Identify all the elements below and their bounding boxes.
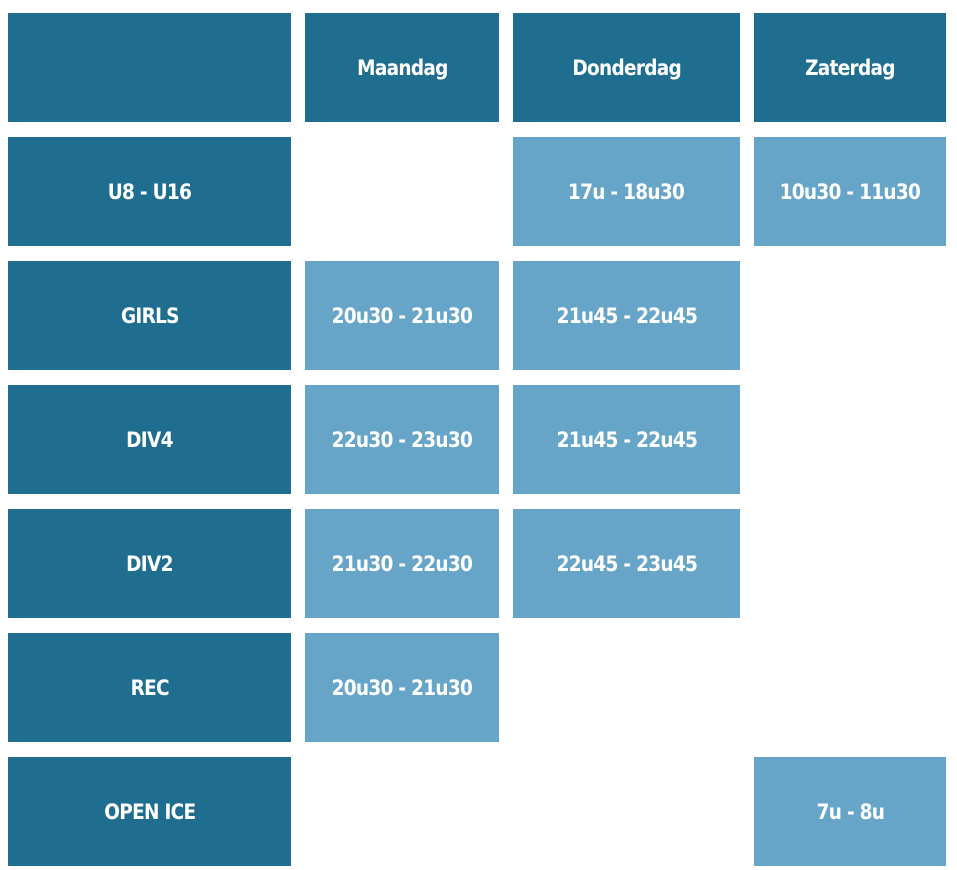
row-label: OPEN ICE <box>103 799 196 824</box>
row-label-cell: DIV4 <box>8 385 291 494</box>
slot-zaterdag-empty <box>754 509 946 618</box>
slot-time: 21u45 - 22u45 <box>556 427 697 452</box>
schedule-grid: Maandag Donderdag Zaterdag U8 - U16 17u … <box>8 13 946 866</box>
header-donderdag-label: Donderdag <box>572 55 681 80</box>
slot-time: 22u30 - 23u30 <box>331 427 473 452</box>
slot-time: 21u30 - 22u30 <box>331 551 473 576</box>
header-zaterdag-cell: Zaterdag <box>754 13 946 122</box>
slot-maandag-cell: 20u30 - 21u30 <box>305 261 499 370</box>
row-label: GIRLS <box>120 303 180 328</box>
slot-donderdag-cell: 21u45 - 22u45 <box>513 385 740 494</box>
row-label-cell: OPEN ICE <box>8 757 291 866</box>
slot-time: 7u - 8u <box>816 799 884 824</box>
row-label: DIV4 <box>126 427 173 452</box>
row-label-cell: DIV2 <box>8 509 291 618</box>
row-label-cell: REC <box>8 633 291 742</box>
header-corner-cell <box>8 13 291 122</box>
slot-donderdag-cell: 21u45 - 22u45 <box>513 261 740 370</box>
slot-time: 10u30 - 11u30 <box>779 179 921 204</box>
slot-time: 17u - 18u30 <box>568 179 685 204</box>
slot-donderdag-cell: 17u - 18u30 <box>513 137 740 246</box>
slot-time: 20u30 - 21u30 <box>331 303 473 328</box>
row-label: DIV2 <box>126 551 173 576</box>
slot-zaterdag-empty <box>754 633 946 742</box>
row-label-cell: U8 - U16 <box>8 137 291 246</box>
header-donderdag-cell: Donderdag <box>513 13 740 122</box>
row-label-cell: GIRLS <box>8 261 291 370</box>
slot-maandag-empty <box>305 137 499 246</box>
slot-zaterdag-cell: 7u - 8u <box>754 757 946 866</box>
header-maandag-cell: Maandag <box>305 13 499 122</box>
slot-maandag-cell: 22u30 - 23u30 <box>305 385 499 494</box>
slot-maandag-cell: 21u30 - 22u30 <box>305 509 499 618</box>
slot-zaterdag-cell: 10u30 - 11u30 <box>754 137 946 246</box>
slot-donderdag-empty <box>513 633 740 742</box>
slot-donderdag-empty <box>513 757 740 866</box>
slot-zaterdag-empty <box>754 261 946 370</box>
header-maandag-label: Maandag <box>356 55 448 80</box>
slot-time: 21u45 - 22u45 <box>556 303 697 328</box>
slot-maandag-cell: 20u30 - 21u30 <box>305 633 499 742</box>
slot-donderdag-cell: 22u45 - 23u45 <box>513 509 740 618</box>
slot-zaterdag-empty <box>754 385 946 494</box>
slot-maandag-empty <box>305 757 499 866</box>
row-label: REC <box>130 675 169 700</box>
slot-time: 22u45 - 23u45 <box>556 551 697 576</box>
slot-time: 20u30 - 21u30 <box>331 675 473 700</box>
row-label: U8 - U16 <box>107 179 192 204</box>
header-zaterdag-label: Zaterdag <box>805 55 895 80</box>
